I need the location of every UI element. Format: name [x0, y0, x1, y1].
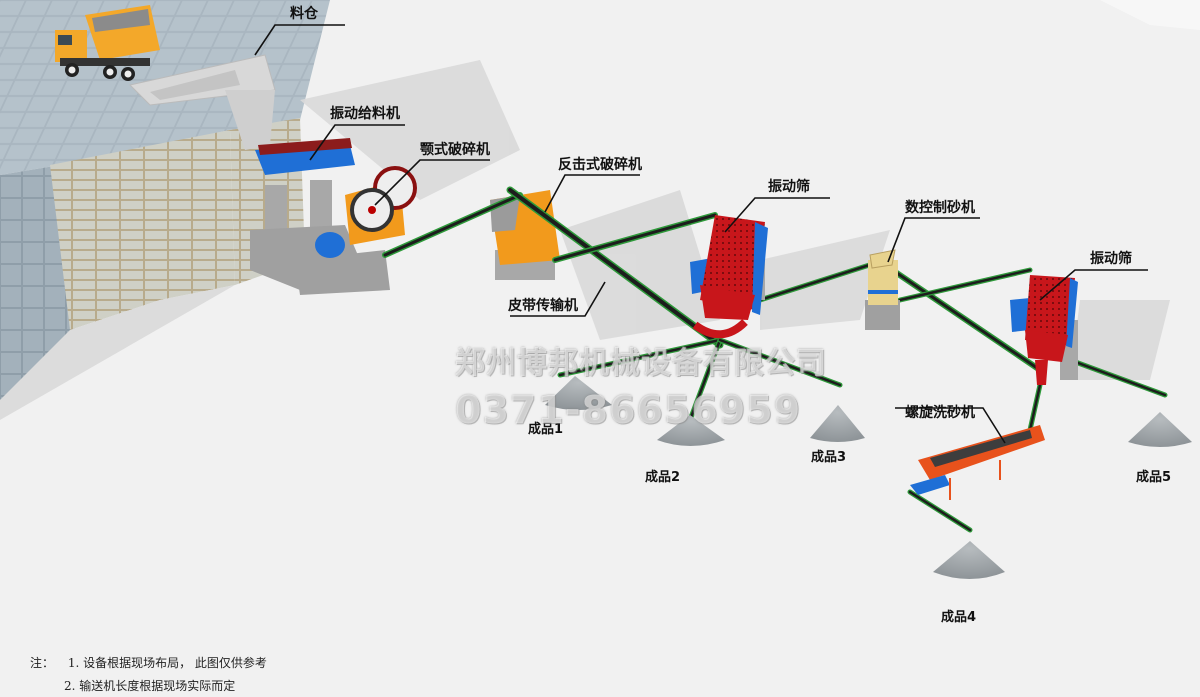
- spiral-sand-washer: [910, 425, 1045, 500]
- label-belt-conveyor: 皮带传输机: [508, 298, 578, 314]
- label-product-5: 成品5: [1136, 470, 1172, 485]
- label-vibrating-feeder: 振动给料机: [330, 106, 400, 122]
- note-item-2: 2. 输送机长度根据现场实际而定: [64, 679, 236, 693]
- label-product-3: 成品3: [811, 450, 847, 465]
- pile-3: [810, 405, 865, 442]
- pile-5: [1128, 412, 1192, 447]
- notes: 注： 1. 设备根据现场布局， 此图仅供参考 2. 输送机长度根据现场实际而定: [30, 652, 267, 697]
- label-vibrating-screen-2: 振动筛: [1090, 251, 1132, 267]
- dump-truck: [55, 5, 160, 81]
- pile-1: [545, 376, 612, 410]
- label-hopper: 料仓: [290, 6, 318, 22]
- conveyors: [382, 186, 1168, 533]
- label-jaw-crusher: 颚式破碎机: [420, 142, 490, 158]
- impact-crusher: [490, 190, 560, 280]
- jaw-crusher: [295, 166, 417, 295]
- label-spiral-sand-washer: 螺旋洗砂机: [905, 405, 975, 421]
- pile-2: [657, 415, 725, 446]
- pile-4: [933, 541, 1005, 579]
- label-cnc-sand-maker: 数控制砂机: [905, 200, 975, 216]
- notes-prefix: 注：: [30, 656, 55, 670]
- label-impact-crusher: 反击式破碎机: [558, 157, 642, 173]
- callout-lines: [254, 24, 1148, 444]
- hopper: [129, 54, 276, 150]
- cnc-sand-maker: [865, 249, 900, 330]
- label-vibrating-screen-1: 振动筛: [768, 179, 810, 195]
- vibrating-screen-1: [690, 215, 768, 339]
- vibrating-screen-2: [1010, 275, 1078, 385]
- label-product-4: 成品4: [941, 610, 977, 625]
- label-product-2: 成品2: [645, 470, 681, 485]
- product-piles: [545, 376, 1192, 579]
- note-item-1: 1. 设备根据现场布局， 此图仅供参考: [67, 656, 267, 670]
- label-product-1: 成品1: [528, 422, 564, 437]
